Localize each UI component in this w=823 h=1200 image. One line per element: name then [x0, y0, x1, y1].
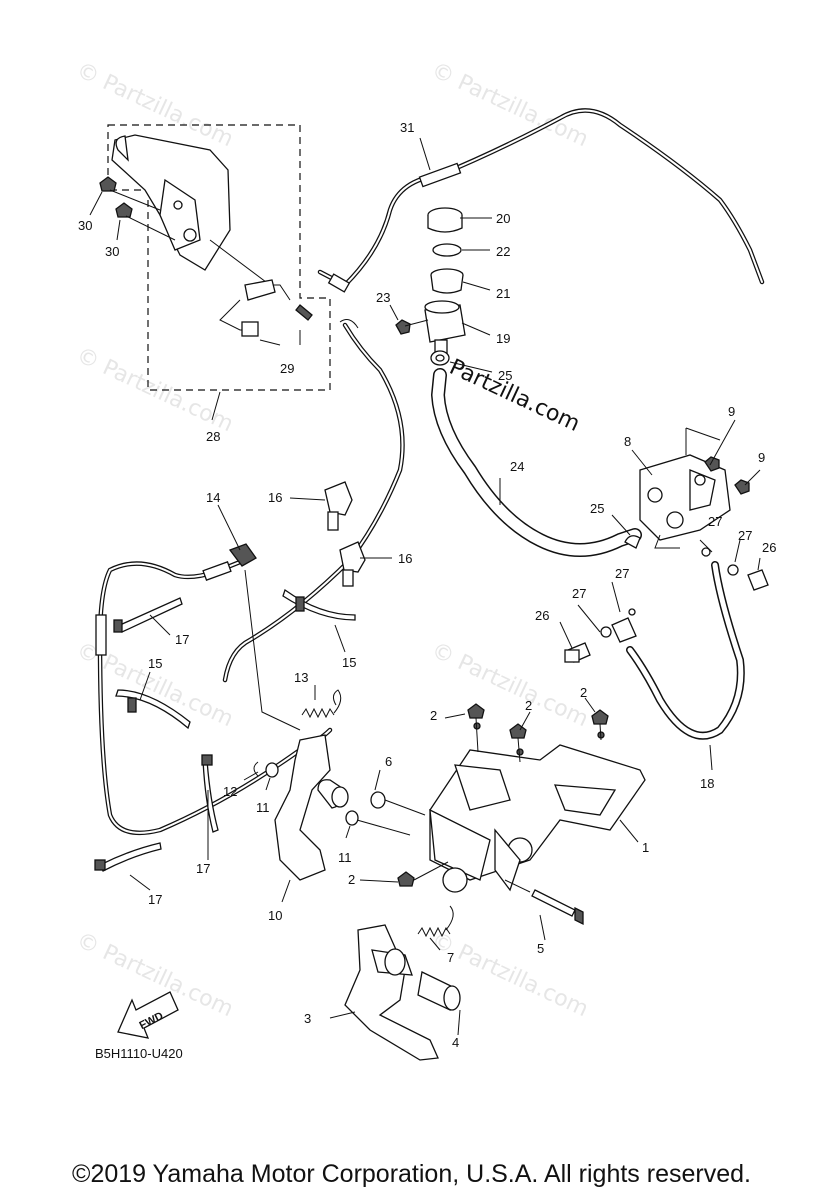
- callout-17: 17: [148, 892, 162, 907]
- clamp-16-lower: [339, 541, 366, 587]
- callout-6: 6: [385, 754, 392, 769]
- callout-10: 10: [268, 908, 282, 923]
- callout-24: 24: [510, 459, 524, 474]
- callout-18: 18: [700, 776, 714, 791]
- brake-lever-arm: [274, 734, 349, 881]
- callout-22: 22: [496, 244, 510, 259]
- callout-17: 17: [175, 632, 189, 647]
- callout-2: 2: [525, 698, 532, 713]
- leader-lines: [89, 137, 761, 1036]
- callout-9: 9: [728, 404, 735, 419]
- callout-16: 16: [398, 551, 412, 566]
- hose-24: [432, 369, 641, 556]
- callout-2: 2: [430, 708, 437, 723]
- callout-28: 28: [206, 429, 220, 444]
- callout-9: 9: [758, 450, 765, 465]
- watermark: © Partzilla.com: [72, 58, 236, 152]
- brake-cable: [224, 324, 404, 681]
- callout-12: 12: [223, 784, 237, 799]
- callout-30: 30: [105, 244, 119, 259]
- callout-27: 27: [615, 566, 629, 581]
- callout-21: 21: [496, 286, 510, 301]
- callout-25: 25: [498, 368, 512, 383]
- cable-14-grommet: [228, 543, 257, 567]
- callout-2: 2: [348, 872, 355, 887]
- callout-27: 27: [708, 514, 722, 529]
- callout-26: 26: [762, 540, 776, 555]
- assembly-outline: [107, 124, 331, 391]
- forward-arrow-icon: FWD: [117, 991, 179, 1039]
- site-watermark: Partzilla.com: [445, 355, 583, 437]
- watermark: © Partzilla.com: [427, 58, 591, 152]
- callout-4: 4: [452, 1035, 459, 1050]
- callout-25: 25: [590, 501, 604, 516]
- brake-pedal: [344, 924, 461, 1061]
- callout-1: 1: [642, 840, 649, 855]
- callout-14: 14: [206, 490, 220, 505]
- callout-30: 30: [78, 218, 92, 233]
- callout-31: 31: [400, 120, 414, 135]
- diagram-code: B5H1110-U420: [95, 1046, 183, 1061]
- callout-7: 7: [447, 950, 454, 965]
- hose-18: [627, 562, 744, 739]
- callout-2: 2: [580, 685, 587, 700]
- callout-27: 27: [738, 528, 752, 543]
- callout-5: 5: [537, 941, 544, 956]
- callout-15: 15: [148, 656, 162, 671]
- callout-26: 26: [535, 608, 549, 623]
- callout-27: 27: [572, 586, 586, 601]
- callout-11: 11: [256, 800, 270, 815]
- callout-15: 15: [342, 655, 356, 670]
- callout-23: 23: [376, 290, 390, 305]
- master-cylinder: [395, 207, 466, 366]
- bolt-30-upper: [99, 176, 161, 211]
- bolt-30-lower: [115, 202, 176, 241]
- callout-11: 11: [338, 850, 352, 865]
- callout-8: 8: [624, 434, 631, 449]
- callout-17: 17: [196, 861, 210, 876]
- clamp-16-upper: [324, 481, 353, 531]
- parking-brake-lever: [111, 134, 313, 337]
- callout-labels: 1 2 2 2 2 3 4 5 6 7 8 9 9 10 11 11 12 13…: [78, 120, 776, 1050]
- pedal-bracket: [429, 722, 646, 893]
- callout-13: 13: [294, 670, 308, 685]
- callout-3: 3: [304, 1011, 311, 1026]
- cable-31: [319, 109, 763, 287]
- callout-19: 19: [496, 331, 510, 346]
- copyright-notice: ©2019 Yamaha Motor Corporation, U.S.A. A…: [72, 1160, 751, 1188]
- callout-29: 29: [280, 361, 294, 376]
- brake-caliper: [639, 427, 750, 549]
- callout-20: 20: [496, 211, 510, 226]
- callout-16: 16: [268, 490, 282, 505]
